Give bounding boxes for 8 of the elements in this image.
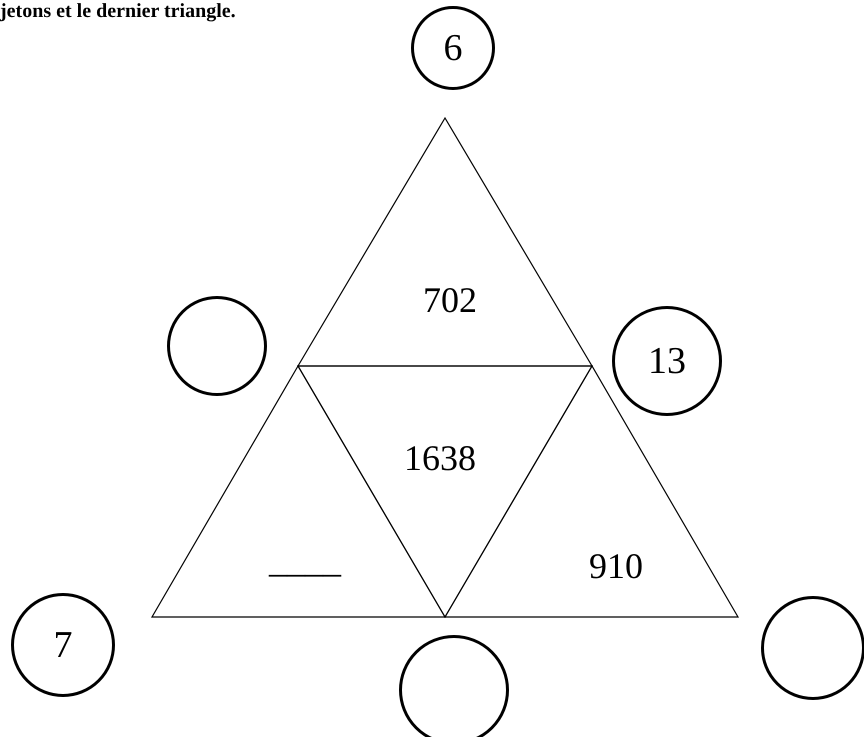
triangle-number: 1638 (404, 437, 476, 479)
triangle-number: 702 (423, 279, 477, 321)
instruction-text: jetons et le dernier triangle. (0, 0, 236, 22)
number-token-circle: 7 (11, 593, 115, 697)
number-token-circle: 6 (411, 6, 495, 90)
triangle-number: 910 (589, 545, 643, 587)
triangle-number: ____ (269, 539, 341, 581)
number-token-circle: 13 (612, 306, 722, 416)
